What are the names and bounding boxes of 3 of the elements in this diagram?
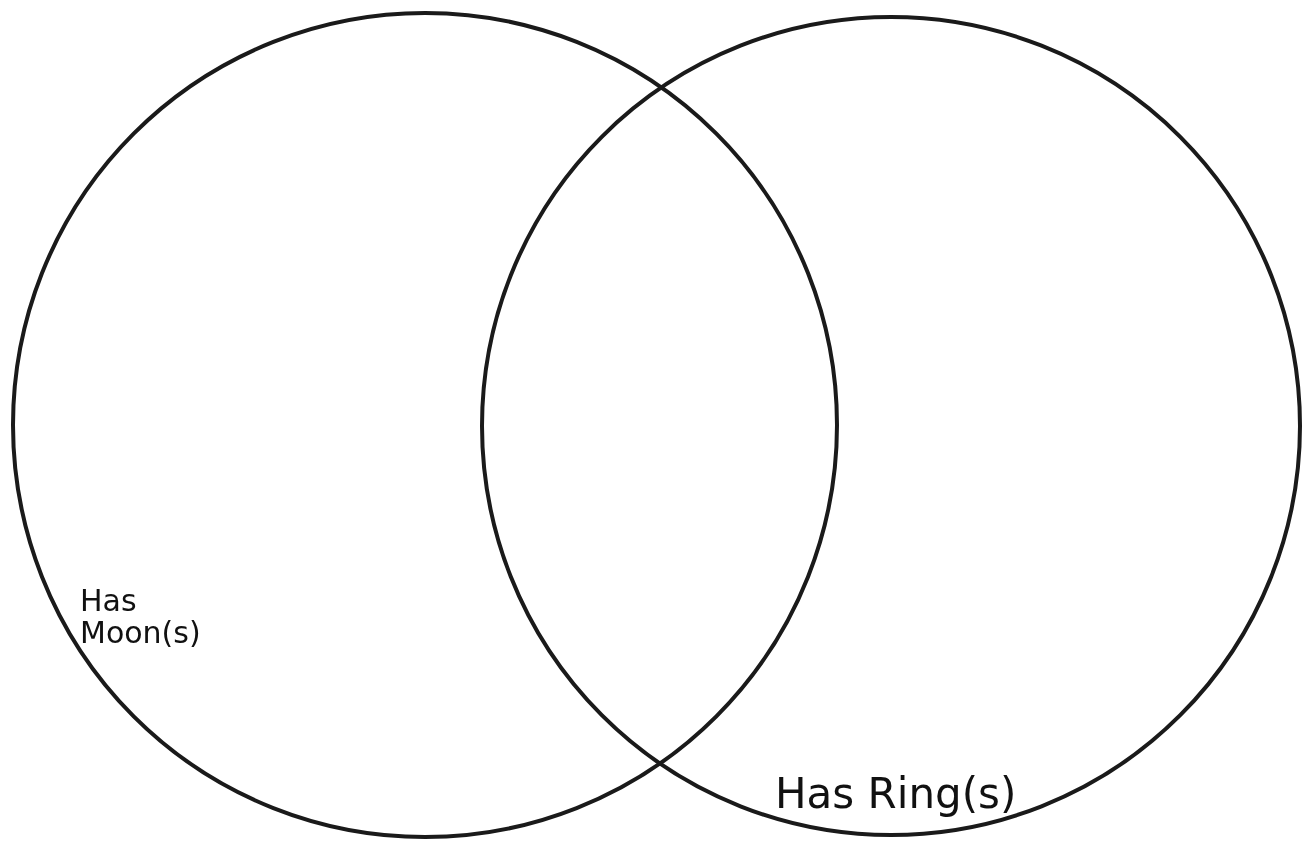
set-label: Has Moon(s) xyxy=(80,585,202,648)
venn-circle xyxy=(480,15,1302,837)
set-label: Has Ring(s) xyxy=(775,772,1018,817)
